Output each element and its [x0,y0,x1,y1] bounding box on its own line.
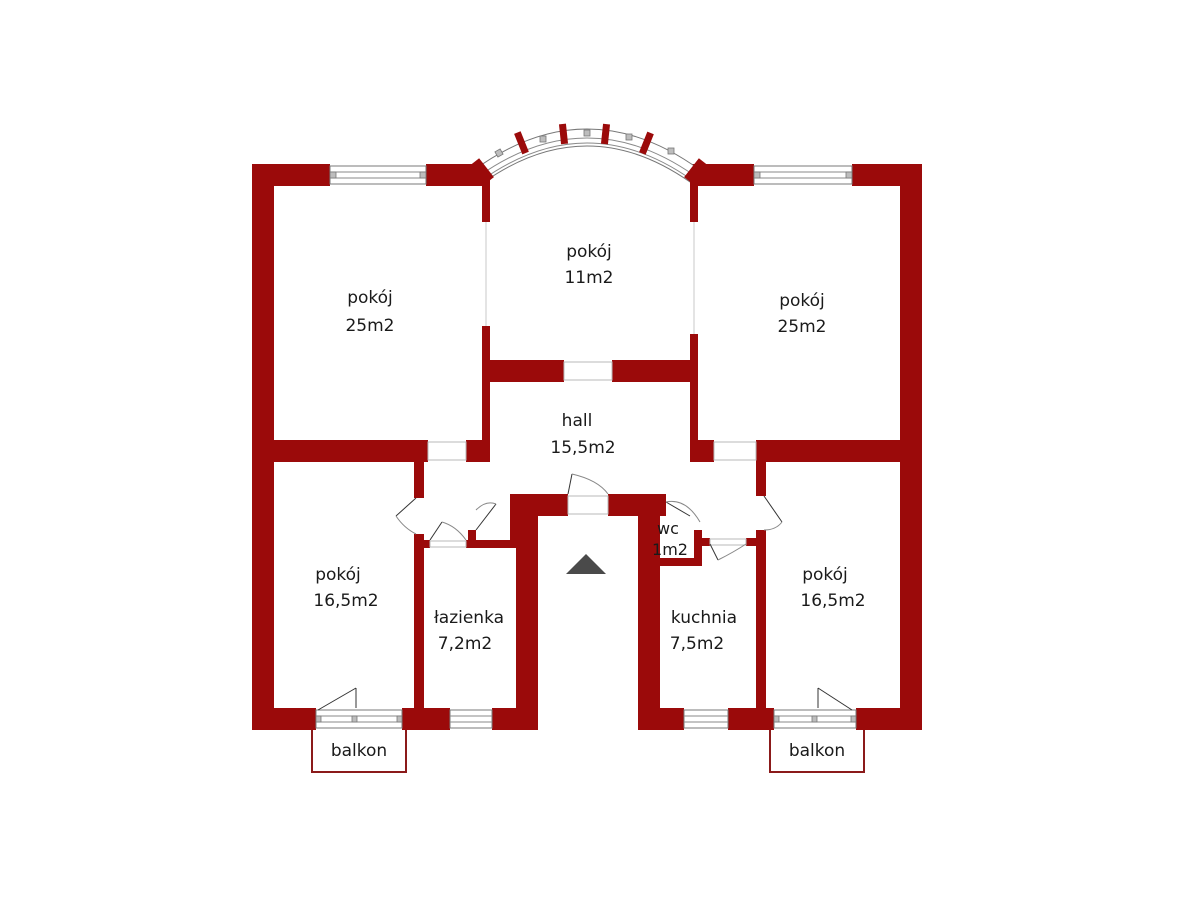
room-name: wc [657,519,679,538]
room-name: pokój [347,288,393,308]
balcony-right-label: balkon [789,741,845,761]
room-name: pokój [802,565,848,585]
room-bedroom-bottom-left: pokój 16,5m2 [313,565,378,611]
room-kitchen: kuchnia 7,5m2 [670,608,737,654]
room-area: 11m2 [564,268,613,288]
balcony-right: balkon [769,730,865,773]
room-name: pokój [315,565,361,585]
room-area: 25m2 [345,316,394,336]
interior-walls [252,180,922,730]
room-area: 16,5m2 [313,591,378,611]
room-name: hall [562,411,593,431]
room-wc: wc 1m2 [652,519,688,559]
room-area: 25m2 [777,317,826,337]
room-bedroom-bottom-right: pokój 16,5m2 [800,565,865,611]
room-name: pokój [779,291,825,311]
room-name: kuchnia [671,608,737,628]
doors [317,473,853,711]
room-area: 15,5m2 [550,438,615,458]
openings [427,222,757,548]
room-bedroom-top-left: pokój 25m2 [345,288,394,336]
room-bathroom: łazienka 7,2m2 [434,608,504,654]
entrance-arrow-icon [566,554,606,574]
windows [315,165,857,729]
room-area: 7,2m2 [438,634,492,654]
room-name: łazienka [434,608,504,628]
balcony-left-label: balkon [331,741,387,761]
balcony-left: balkon [311,730,407,773]
room-name: pokój [566,242,612,262]
room-area: 16,5m2 [800,591,865,611]
room-hall: hall 15,5m2 [550,411,615,458]
bay-window [468,123,710,186]
room-area: 7,5m2 [670,634,724,654]
room-bay: pokój 11m2 [564,242,613,288]
room-area: 1m2 [652,540,688,559]
room-bedroom-top-right: pokój 25m2 [777,291,826,337]
